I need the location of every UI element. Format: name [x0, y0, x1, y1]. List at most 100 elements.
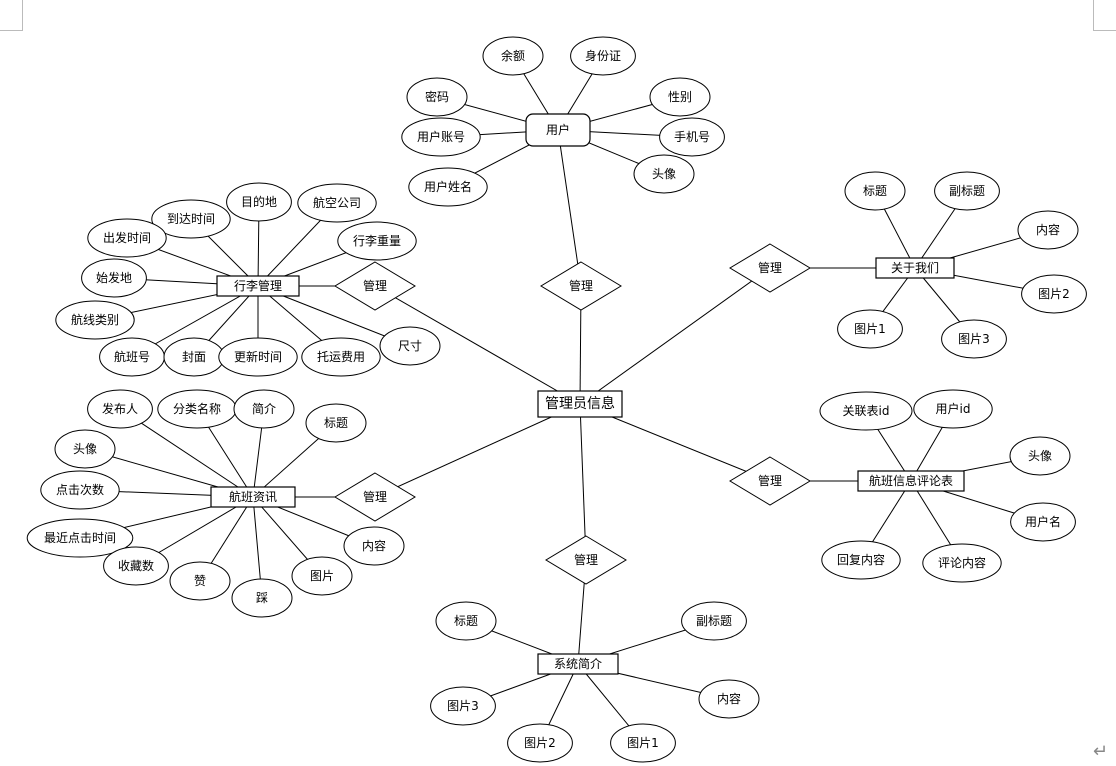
attribute-label-about-4: 图片1	[854, 322, 886, 336]
entity-box-user	[525, 113, 591, 147]
attribute-ellipse-luggage-1	[226, 182, 292, 222]
attribute-luggage-7: 航班号	[99, 337, 165, 377]
attribute-user-1: 身份证	[570, 36, 636, 76]
attribute-label-luggage-4: 行李重量	[353, 233, 401, 248]
attribute-ellipse-user-5	[659, 117, 725, 157]
attribute-ellipse-flight_news-3	[305, 403, 367, 443]
attribute-flight_news-6: 最近点击时间	[26, 518, 134, 558]
attribute-label-luggage-2: 航空公司	[313, 195, 361, 210]
attribute-ellipse-flight_news-9	[231, 578, 293, 618]
entity-luggage: 行李管理	[216, 275, 300, 297]
attribute-user-3: 性别	[649, 77, 711, 117]
relation-label-about: 管理	[758, 260, 782, 275]
relation-comment: 管理	[729, 456, 811, 506]
attribute-ellipse-user-3	[649, 77, 711, 117]
attribute-label-flight_news-4: 头像	[73, 442, 97, 456]
relation-diamond-about	[729, 243, 811, 293]
attribute-ellipse-luggage-3	[87, 218, 167, 258]
attribute-sysintro-0: 标题	[435, 601, 497, 641]
attribute-ellipse-luggage-10	[301, 337, 381, 377]
entity-label-user: 用户	[546, 122, 570, 137]
attribute-ellipse-about-0	[844, 171, 906, 211]
relation-user: 管理	[540, 261, 622, 311]
entity-sysintro: 系统简介	[537, 653, 619, 675]
attribute-ellipse-sysintro-2	[698, 679, 760, 719]
attribute-ellipse-luggage-0	[151, 199, 231, 239]
attribute-sysintro-3: 图片3	[430, 686, 496, 726]
attribute-ellipse-user-1	[570, 36, 636, 76]
attribute-flight_news-10: 图片	[291, 556, 353, 596]
attribute-luggage-10: 托运费用	[301, 337, 381, 377]
attribute-ellipse-comment-3	[1010, 502, 1076, 542]
attribute-label-comment-4: 回复内容	[837, 552, 885, 567]
attribute-flight_news-9: 踩	[231, 578, 293, 618]
attribute-label-sysintro-0: 标题	[454, 614, 478, 628]
attribute-label-flight_news-7: 收藏数	[118, 558, 154, 573]
entity-box-sysintro	[537, 653, 619, 675]
entity-about: 关于我们	[875, 257, 955, 279]
attribute-ellipse-flight_news-8	[169, 561, 231, 601]
attribute-ellipse-about-2	[1017, 210, 1079, 250]
attribute-ellipse-user-6	[408, 167, 488, 207]
attribute-ellipse-about-3	[1021, 274, 1087, 314]
attribute-about-4: 图片1	[837, 309, 903, 349]
edge-center-sysintro	[579, 403, 587, 561]
attribute-label-luggage-0: 到达时间	[167, 212, 215, 226]
attribute-flight_news-4: 头像	[54, 429, 116, 469]
edge-center-flight_news	[374, 403, 581, 498]
attribute-label-user-3: 性别	[668, 90, 692, 104]
attribute-label-user-6: 用户姓名	[424, 179, 472, 194]
attribute-label-comment-1: 用户id	[936, 401, 971, 416]
relation-diamond-user	[540, 261, 622, 311]
attribute-label-sysintro-1: 副标题	[696, 614, 732, 628]
attribute-comment-0: 关联表id	[819, 391, 913, 431]
attribute-label-flight_news-11: 内容	[362, 538, 386, 553]
attribute-sysintro-5: 图片1	[610, 723, 676, 763]
attribute-ellipse-about-5	[941, 319, 1007, 359]
attribute-label-sysintro-2: 内容	[717, 691, 741, 706]
attribute-label-luggage-11: 尺寸	[398, 339, 422, 353]
attribute-flight_news-0: 发布人	[87, 389, 153, 429]
attribute-ellipse-flight_news-4	[54, 429, 116, 469]
attribute-label-luggage-9: 更新时间	[234, 349, 282, 364]
attribute-label-luggage-6: 航线类别	[71, 312, 119, 327]
relation-flight_news: 管理	[334, 472, 416, 522]
attribute-label-about-2: 内容	[1036, 222, 1060, 237]
attribute-ellipse-about-1	[934, 171, 1000, 211]
attribute-label-flight_news-10: 图片	[310, 569, 334, 583]
relation-label-luggage: 管理	[363, 278, 387, 293]
attribute-label-user-1: 身份证	[585, 48, 621, 63]
relation-sysintro: 管理	[545, 535, 627, 585]
entity-label-comment: 航班信息评论表	[869, 473, 953, 488]
edge-attr-flight_news-0	[119, 408, 254, 498]
attribute-about-1: 副标题	[934, 171, 1000, 211]
attribute-label-about-1: 副标题	[949, 184, 985, 198]
entity-box-about	[875, 257, 955, 279]
attribute-flight_news-1: 分类名称	[157, 389, 237, 429]
attribute-ellipse-flight_news-0	[87, 389, 153, 429]
attribute-label-flight_news-2: 简介	[252, 402, 276, 416]
attribute-flight_news-3: 标题	[305, 403, 367, 443]
attribute-ellipse-comment-2	[1009, 436, 1071, 476]
attribute-ellipse-user-0	[482, 36, 544, 76]
center-entity-box	[537, 390, 623, 418]
attribute-ellipse-sysintro-0	[435, 601, 497, 641]
relation-luggage: 管理	[334, 261, 416, 311]
attribute-label-luggage-7: 航班号	[114, 349, 150, 364]
attribute-luggage-5: 始发地	[81, 258, 147, 298]
attribute-label-luggage-3: 出发时间	[103, 230, 151, 245]
attribute-about-3: 图片2	[1021, 274, 1087, 314]
attribute-ellipse-comment-5	[922, 543, 1002, 583]
attribute-ellipse-sysintro-5	[610, 723, 676, 763]
edge-center-about	[579, 267, 771, 405]
attribute-ellipse-flight_news-7	[103, 546, 169, 586]
relation-diamond-sysintro	[545, 535, 627, 585]
attribute-label-about-5: 图片3	[958, 332, 990, 346]
attribute-ellipse-luggage-9	[218, 337, 298, 377]
entity-label-flight_news: 航班资讯	[229, 489, 277, 504]
attribute-luggage-2: 航空公司	[297, 183, 377, 223]
attribute-comment-5: 评论内容	[922, 543, 1002, 583]
attribute-luggage-3: 出发时间	[87, 218, 167, 258]
attribute-ellipse-luggage-4	[337, 221, 417, 261]
attribute-user-6: 用户姓名	[408, 167, 488, 207]
